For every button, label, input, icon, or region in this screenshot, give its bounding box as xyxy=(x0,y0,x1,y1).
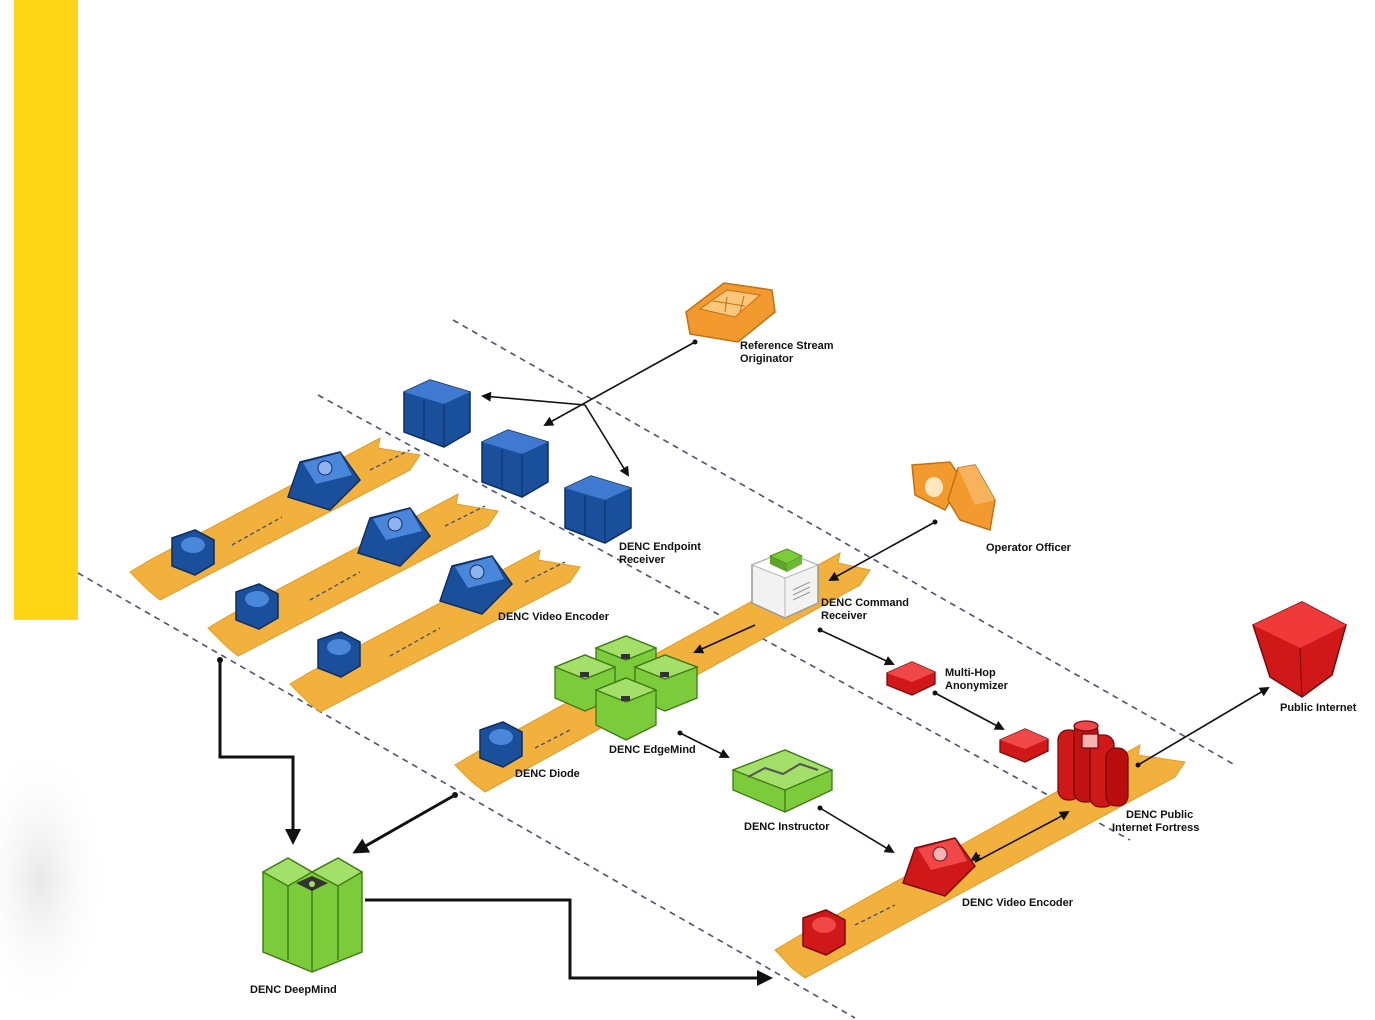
flow-marker xyxy=(231,516,283,546)
arrow-head-fortress xyxy=(1057,810,1070,821)
arrow-ref-to-receiver-right xyxy=(584,404,630,477)
link-encoder-fortress xyxy=(974,817,1059,863)
label-fortress-2: Internet Fortress xyxy=(1112,822,1199,834)
arrow-anonymizer-hop xyxy=(934,692,1005,730)
arrow-deepmind-to-encoder xyxy=(365,898,773,986)
label-anonymizer-2: Anonymizer xyxy=(945,680,1009,692)
operator-officer-icon xyxy=(911,461,996,531)
arrow-edgemind-to-instructor xyxy=(679,732,730,758)
arrow-diode-to-deepmind xyxy=(352,793,456,854)
label-diode: DENC Diode xyxy=(515,768,580,780)
endpoint-receiver-cube-1 xyxy=(403,379,471,448)
label-video-encoder-red: DENC Video Encoder xyxy=(962,897,1074,909)
label-edgemind: DENC EdgeMind xyxy=(609,744,696,756)
endpoint-receiver-cube-3 xyxy=(564,475,632,544)
anonymizer-router-1 xyxy=(886,661,936,696)
video-encoder-blue-3 xyxy=(439,555,513,615)
video-encoder-blue-2 xyxy=(357,507,431,567)
blue-octagon-2 xyxy=(235,583,279,630)
label-anonymizer-1: Multi-Hop xyxy=(945,667,996,679)
fortress-icon xyxy=(1057,720,1129,808)
command-receiver-icon xyxy=(750,548,820,619)
edgemind-icon xyxy=(553,635,699,741)
blue-octagon-1 xyxy=(171,529,215,576)
reference-stream-originator-icon xyxy=(685,282,776,343)
label-operator-officer: Operator Officer xyxy=(986,542,1072,554)
red-octagon-icon xyxy=(802,909,846,956)
anonymizer-router-2 xyxy=(999,728,1049,763)
connector-dots xyxy=(217,339,1141,811)
arrow-ref-to-receiver-top xyxy=(481,391,586,406)
label-command-receiver-2: Receiver xyxy=(821,610,868,622)
labels: Reference Stream Originator Operator Off… xyxy=(250,340,1357,996)
label-reference-stream-2: Originator xyxy=(740,353,794,365)
label-endpoint-receiver-2: Receiver xyxy=(619,554,666,566)
diode-icon xyxy=(479,721,523,768)
video-encoder-red-icon xyxy=(902,837,976,897)
arrow-command-to-anonymizer xyxy=(819,629,895,666)
endpoint-receiver-cube-2 xyxy=(481,429,549,498)
thick-connectors xyxy=(218,660,773,986)
label-deepmind: DENC DeepMind xyxy=(250,984,337,996)
arrow-command-to-edgemind xyxy=(693,624,756,654)
lane-flow-markers xyxy=(231,449,896,926)
label-reference-stream-1: Reference Stream xyxy=(740,340,834,352)
flow-marker xyxy=(389,627,441,657)
accent-bar xyxy=(14,0,78,620)
label-fortress-1: DENC Public xyxy=(1126,809,1193,821)
arrow-operator-to-command xyxy=(828,521,936,581)
flow-marker xyxy=(369,449,411,471)
background-texture xyxy=(0,740,110,1020)
flow-marker xyxy=(524,561,566,583)
deepmind-icon xyxy=(261,857,364,973)
label-instructor: DENC Instructor xyxy=(744,821,830,833)
connectors xyxy=(481,341,1270,863)
instructor-icon xyxy=(731,749,834,813)
public-internet-icon xyxy=(1252,601,1347,698)
boundary-line-1 xyxy=(452,319,1236,766)
flow-marker xyxy=(309,571,361,601)
arrow-lanes-to-deepmind xyxy=(218,660,301,845)
label-endpoint-receiver-1: DENC Endpoint xyxy=(619,541,701,553)
video-encoder-blue-1 xyxy=(287,451,361,511)
arrow-head-encoder xyxy=(970,851,982,862)
flow-marker xyxy=(854,904,896,926)
arrow-ref-to-receiver xyxy=(543,341,696,426)
flow-marker xyxy=(444,505,486,527)
label-command-receiver-1: DENC Command xyxy=(821,597,909,609)
arrow-fortress-to-internet xyxy=(1137,686,1270,766)
label-public-internet: Public Internet xyxy=(1280,702,1357,714)
arrow-instructor-to-encoder xyxy=(819,807,895,854)
label-video-encoder-blue: DENC Video Encoder xyxy=(498,611,610,623)
blue-octagon-3 xyxy=(317,631,361,678)
